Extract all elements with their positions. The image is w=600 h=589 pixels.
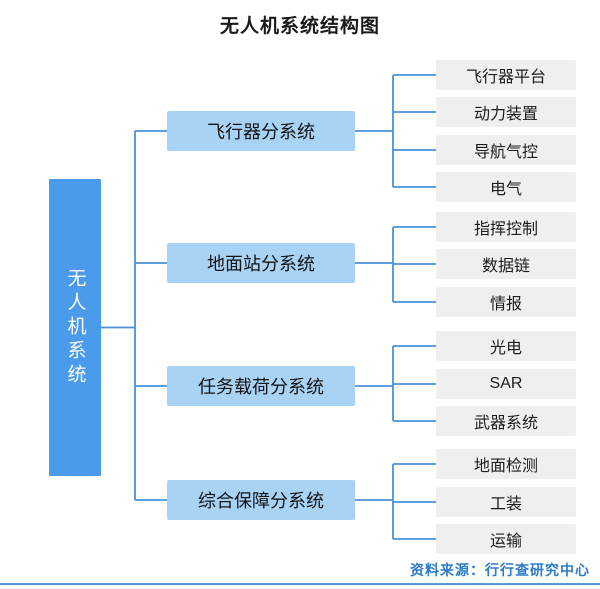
leaf-node: 光电 bbox=[436, 331, 576, 361]
footer-rule bbox=[0, 583, 600, 585]
leaf-node: SAR bbox=[436, 369, 576, 399]
leaf-node: 导航气控 bbox=[436, 135, 576, 165]
leaf-node: 动力装置 bbox=[436, 97, 576, 127]
leaf-node: 地面检测 bbox=[436, 449, 576, 479]
leaf-node: 数据链 bbox=[436, 249, 576, 279]
leaf-node: 情报 bbox=[436, 287, 576, 317]
diagram-title: 无人机系统结构图 bbox=[219, 16, 380, 37]
source-credit: 资料来源：行行查研究中心 bbox=[410, 562, 590, 578]
leaf-node: 飞行器平台 bbox=[436, 60, 576, 90]
subsystem-node-payload: 任务载荷分系统 bbox=[167, 366, 355, 406]
leaf-node: 电气 bbox=[436, 172, 576, 202]
leaf-node: 运输 bbox=[436, 524, 576, 554]
subsystem-node-aircraft: 飞行器分系统 bbox=[167, 111, 355, 151]
root-node-uav-system: 无人机系统 bbox=[49, 179, 101, 476]
subsystem-node-support: 综合保障分系统 bbox=[167, 480, 355, 520]
leaf-node: 武器系统 bbox=[436, 406, 576, 436]
leaf-node: 工装 bbox=[436, 487, 576, 517]
leaf-node: 指挥控制 bbox=[436, 212, 576, 242]
subsystem-node-ground-station: 地面站分系统 bbox=[167, 243, 355, 283]
